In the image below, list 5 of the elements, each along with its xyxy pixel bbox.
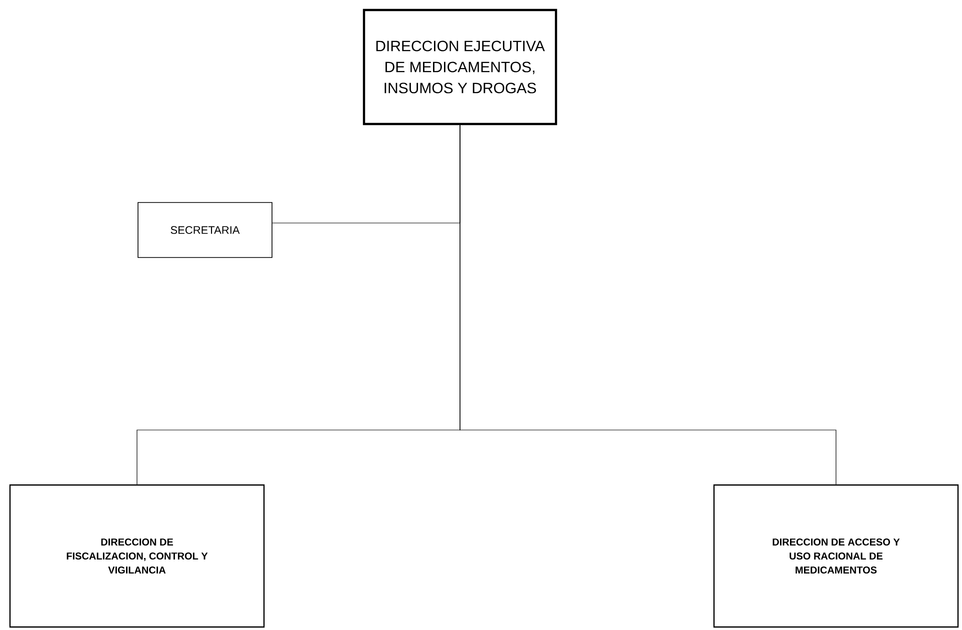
- secretary-box: SECRETARIA: [138, 202, 272, 258]
- connector-line: [460, 124, 836, 485]
- director-box: DIRECCION EJECUTIVA DE MEDICAMENTOS, INSUMOS Y DROGAS: [362, 8, 558, 126]
- department-box: DIRECCION DE ACCESO Y USO RACIONAL DE MEDICAMENTOS: [713, 484, 959, 628]
- department-box: DIRECCION DE FISCALIZACION, CONTROL Y VIGILANCIA: [9, 484, 265, 628]
